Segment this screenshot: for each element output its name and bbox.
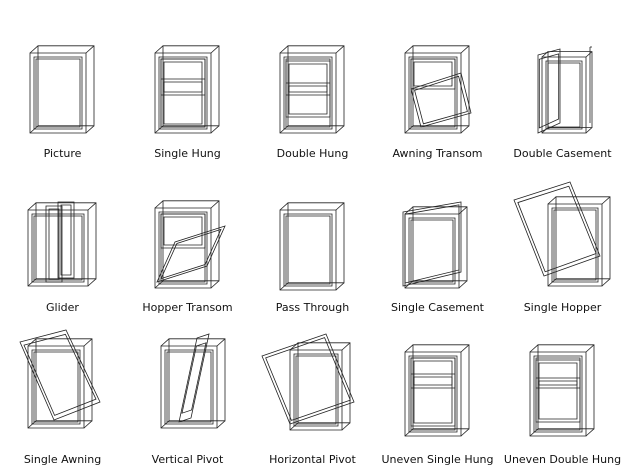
horizontal-pivot-window-icon (261, 333, 355, 431)
window-type-label: Picture (43, 147, 82, 160)
window-type-label: Pass Through (275, 301, 350, 314)
window-type-pass-through: Pass Through (250, 160, 375, 314)
glider-window-icon (27, 201, 97, 287)
vertical-pivot-window-icon (160, 333, 226, 429)
single-hopper-window-icon (513, 181, 611, 287)
picture-window-icon (29, 45, 95, 134)
window-type-vertical-pivot: Vertical Pivot (125, 312, 250, 466)
window-type-uneven-double-hung: Uneven Double Hung (500, 312, 625, 466)
single-hung-window-icon (154, 45, 220, 134)
window-type-single-hopper: Single Hopper (500, 160, 625, 314)
window-type-label: Single Hung (154, 147, 221, 160)
window-type-single-awning: Single Awning (0, 312, 125, 466)
window-type-hopper-transom: Hopper Transom (125, 160, 250, 314)
hopper-transom-window-icon (154, 200, 226, 289)
double-casement-window-icon (537, 46, 593, 134)
uneven-double-hung-window-icon (529, 344, 595, 437)
window-type-horizontal-pivot: Horizontal Pivot (250, 312, 375, 466)
window-type-label: Double Hung (276, 147, 349, 160)
window-type-label: Glider (46, 301, 79, 314)
window-type-glider: Glider (0, 160, 125, 314)
window-type-label: Single Casement (390, 301, 484, 314)
window-type-label: Vertical Pivot (151, 453, 224, 466)
window-type-label: Horizontal Pivot (269, 453, 356, 466)
window-type-label: Single Hopper (523, 301, 602, 314)
uneven-single-hung-window-icon (404, 344, 470, 437)
window-type-awning-transom: Awning Transom (375, 5, 500, 160)
window-type-label: Hopper Transom (142, 301, 233, 314)
window-type-label: Double Casement (513, 147, 612, 160)
window-type-double-hung: Double Hung (250, 5, 375, 160)
awning-transom-window-icon (404, 45, 472, 134)
window-type-picture: Picture (0, 5, 125, 160)
pass-through-window-icon (279, 202, 345, 291)
window-type-label: Uneven Single Hung (381, 453, 494, 466)
window-type-label: Awning Transom (392, 147, 483, 160)
window-type-label: Uneven Double Hung (503, 453, 622, 466)
window-type-single-hung: Single Hung (125, 5, 250, 160)
single-casement-window-icon (402, 201, 468, 289)
double-hung-window-icon (279, 45, 345, 134)
window-type-double-casement: Double Casement (500, 5, 625, 160)
window-type-single-casement: Single Casement (375, 160, 500, 314)
single-awning-window-icon (19, 329, 101, 429)
window-type-label: Single Awning (23, 453, 102, 466)
window-type-uneven-single-hung: Uneven Single Hung (375, 312, 500, 466)
